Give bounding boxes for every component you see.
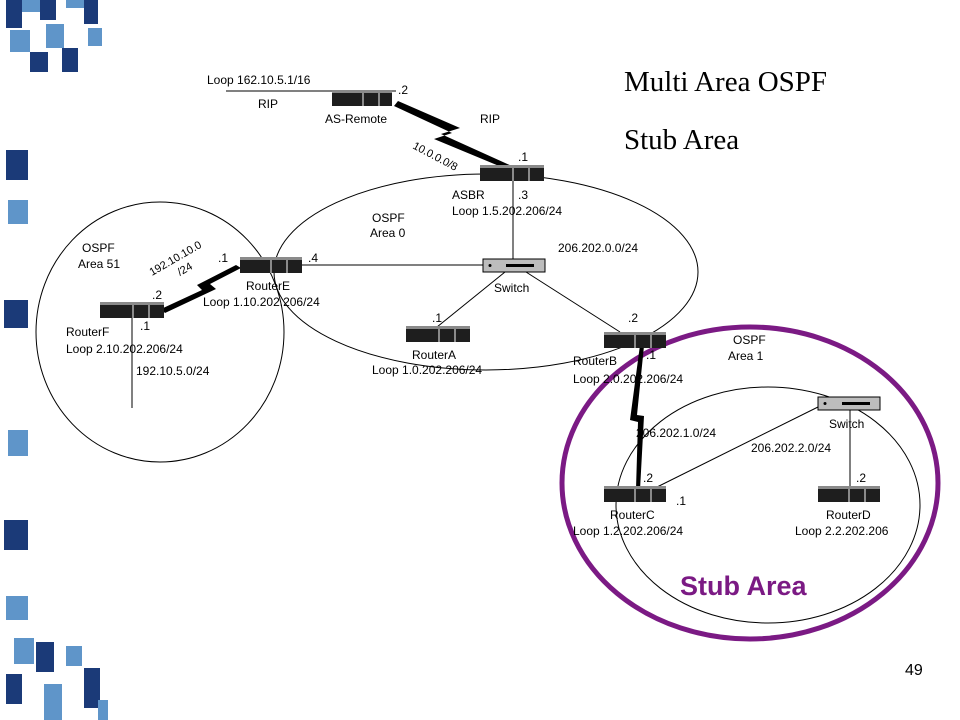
- router-c-port-top: .2: [643, 471, 653, 485]
- serial-link-as-remote-asbr: [394, 101, 514, 171]
- asbr-name: ASBR: [452, 188, 485, 202]
- slide-subtitle: Stub Area: [624, 124, 740, 156]
- area0-label-line1: OSPF: [372, 211, 405, 225]
- switch-area0: [482, 258, 546, 273]
- switch-area1: [817, 396, 881, 411]
- area1-label-line2: Area 1: [728, 349, 764, 363]
- router-as-remote: [332, 90, 392, 106]
- net-206-202-0-label: 206.202.0.0/24: [558, 241, 638, 255]
- links: [131, 90, 851, 495]
- router-e: [240, 257, 302, 273]
- net-192-10-10-label-line1: 192.10.10.0: [148, 239, 204, 278]
- left-decoration-strip: [0, 0, 108, 720]
- net-192-10-5-label: 192.10.5.0/24: [136, 364, 210, 378]
- router-b-port-top: .2: [628, 311, 638, 325]
- router-a-name: RouterA: [412, 348, 456, 362]
- area1-ellipse: [615, 386, 921, 624]
- serial-link-router-e-router-f: [161, 265, 241, 313]
- router-c-name: RouterC: [610, 508, 655, 522]
- area0-label-line2: Area 0: [370, 226, 406, 240]
- asbr-port-top: .1: [518, 150, 528, 164]
- router-d: [818, 486, 880, 502]
- area51-label-line1: OSPF: [82, 241, 115, 255]
- net-206-202-1-label: 206.202.1.0/24: [636, 426, 716, 440]
- link-router-c-switch: [642, 404, 823, 495]
- slide-title: Multi Area OSPF: [624, 66, 828, 98]
- router-f-loopback: Loop 2.10.202.206/24: [66, 342, 183, 356]
- router-c: [604, 486, 666, 502]
- asbr-port-bottom: .3: [518, 188, 528, 202]
- router-f-port-top: .2: [152, 288, 162, 302]
- router-f-port-bottom: .1: [140, 319, 150, 333]
- router-b-name: RouterB: [573, 354, 617, 368]
- router-e-loopback: Loop 1.10.202.206/24: [203, 295, 320, 309]
- page-number: 49: [905, 662, 923, 679]
- area51-ellipse: [35, 201, 285, 463]
- net-206-202-2-label: 206.202.2.0/24: [751, 441, 831, 455]
- stub-area-circle: [559, 324, 941, 642]
- serial-link-router-b-router-c: [630, 345, 644, 490]
- rip-right-label: RIP: [480, 112, 500, 126]
- router-d-name: RouterD: [826, 508, 871, 522]
- router-f-name: RouterF: [66, 325, 109, 339]
- router-d-loopback: Loop 2.2.202.206: [795, 524, 889, 538]
- area1-label-line1: OSPF: [733, 333, 766, 347]
- router-b-loopback: Loop 2.0.202.206/24: [573, 372, 683, 386]
- router-d-port: .2: [856, 471, 866, 485]
- router-e-port-right: .4: [308, 251, 318, 265]
- as-remote-port: .2: [398, 83, 408, 97]
- switch-area1-name: Switch: [829, 417, 864, 431]
- as-remote-name: AS-Remote: [325, 112, 387, 126]
- link-switch-router-a: [436, 271, 506, 328]
- area51-label-line2: Area 51: [78, 257, 120, 271]
- router-a: [406, 326, 470, 342]
- router-asbr: [480, 165, 544, 181]
- router-c-port-right: .1: [676, 494, 686, 508]
- router-b: [604, 332, 666, 348]
- router-e-name: RouterE: [246, 279, 290, 293]
- router-b-port-bottom: .1: [646, 348, 656, 362]
- router-a-loopback: Loop 1.0.202.206/24: [372, 363, 482, 377]
- router-f: [100, 302, 164, 318]
- rip-left-label: RIP: [258, 97, 278, 111]
- switch-area0-name: Switch: [494, 281, 529, 295]
- router-e-port-left: .1: [218, 251, 228, 265]
- asbr-loopback: Loop 1.5.202.206/24: [452, 204, 562, 218]
- stub-area-label: Stub Area: [680, 571, 808, 601]
- router-a-port: .1: [432, 311, 442, 325]
- router-c-loopback: Loop 1.2.202.206/24: [573, 524, 683, 538]
- as-remote-loopback: Loop 162.10.5.1/16: [207, 73, 311, 87]
- link-switch-router-b: [525, 271, 621, 333]
